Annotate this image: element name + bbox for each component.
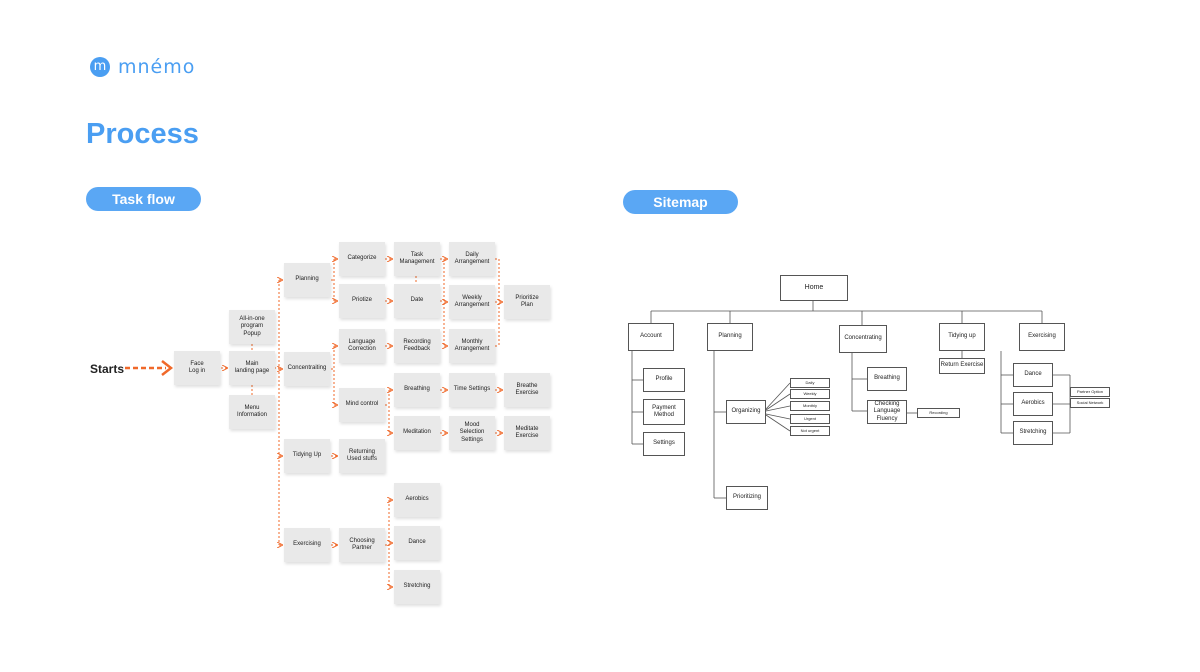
sitemap-daily: Daily — [790, 378, 830, 388]
sitemap-aerobics: Aerobics — [1013, 392, 1053, 416]
sitemap-badge: Sitemap — [623, 190, 738, 214]
node-breathing: Breathing — [394, 373, 440, 407]
node-monthly-arrangement: Monthly Arrangement — [449, 329, 495, 363]
start-label: Starts — [90, 362, 125, 376]
sitemap-dance: Dance — [1013, 363, 1053, 387]
node-mood-selection-settings: Mood Selection Settings — [449, 416, 495, 450]
node-popup: All-in-one program Popup — [229, 310, 275, 344]
node-task-management: Task Management — [394, 242, 440, 276]
node-meditation: Meditation — [394, 416, 440, 450]
node-tidying-up: Tidying Up — [284, 439, 330, 473]
node-categorize: Categorize — [339, 242, 385, 276]
sitemap-profile: Profile — [643, 368, 685, 392]
sitemap-social-network: Social Network — [1070, 398, 1110, 408]
logo-icon: m — [90, 57, 110, 77]
sitemap-not-urgent: Not urgent — [790, 426, 830, 436]
sitemap-weekly: Weekly — [790, 389, 830, 399]
sitemap-organizing: Organizing — [726, 400, 766, 424]
node-priotize: Priotize — [339, 284, 385, 318]
sitemap-checking-language-fluency: Checking Language Fluency — [867, 400, 907, 424]
node-planning: Planning — [284, 263, 330, 297]
sitemap-payment-method: Payment Method — [643, 399, 685, 425]
node-mind-control: Mind control — [339, 388, 385, 422]
page-title: Process — [86, 118, 199, 150]
node-stretching: Stretching — [394, 570, 440, 604]
sitemap-concentrating: Concentrating — [839, 325, 887, 353]
node-daily-arrangement: Daily Arrangement — [449, 242, 495, 276]
node-dance: Dance — [394, 526, 440, 560]
sitemap-recording: Recording — [917, 408, 960, 418]
sitemap-monthly: Monthly — [790, 401, 830, 411]
node-aerobics: Aerobics — [394, 483, 440, 517]
sitemap-urgent: Urgent — [790, 414, 830, 424]
node-language-correction: Language Correction — [339, 329, 385, 363]
node-meditate-exercise: Meditate Exercise — [504, 416, 550, 450]
node-breathe-exercise: Breathe Exercise — [504, 373, 550, 407]
sitemap-stretching: Stretching — [1013, 421, 1053, 445]
brand-name: mnémo — [118, 56, 196, 78]
node-main-landing: Main landing page — [229, 351, 275, 385]
sitemap-prioritizing: Prioritizing — [726, 486, 768, 510]
node-exercising: Exercising — [284, 528, 330, 562]
node-choosing-partner: Choosing Partner — [339, 528, 385, 562]
node-time-settings: Time Settings — [449, 373, 495, 407]
node-face-login: Face Log in — [174, 351, 220, 385]
node-concentraiting: Concentraiting — [284, 352, 330, 386]
brand-logo: m mnémo — [90, 56, 195, 78]
node-menu-information: Menu Information — [229, 395, 275, 429]
sitemap-tidying-up: Tidying up — [939, 323, 985, 351]
sitemap-breathing: Breathing — [867, 367, 907, 391]
node-recording-feedback: Recording Feedback — [394, 329, 440, 363]
sitemap-settings: Settings — [643, 432, 685, 456]
sitemap-planning: Planning — [707, 323, 753, 351]
sitemap-exercising: Exercising — [1019, 323, 1065, 351]
sitemap-home: Home — [780, 275, 848, 301]
node-prioritize-plan: Prioritize Plan — [504, 285, 550, 319]
node-date: Date — [394, 284, 440, 318]
sitemap-return-exercise: Return Exercise — [939, 358, 985, 374]
node-returning-used-stuffs: Returning Used stuffs — [339, 439, 385, 473]
node-weekly-arrangement: Weekly Arrangement — [449, 285, 495, 319]
sitemap-partner-option: Partner Option — [1070, 387, 1110, 397]
task-flow-badge: Task flow — [86, 187, 201, 211]
sitemap-account: Account — [628, 323, 674, 351]
